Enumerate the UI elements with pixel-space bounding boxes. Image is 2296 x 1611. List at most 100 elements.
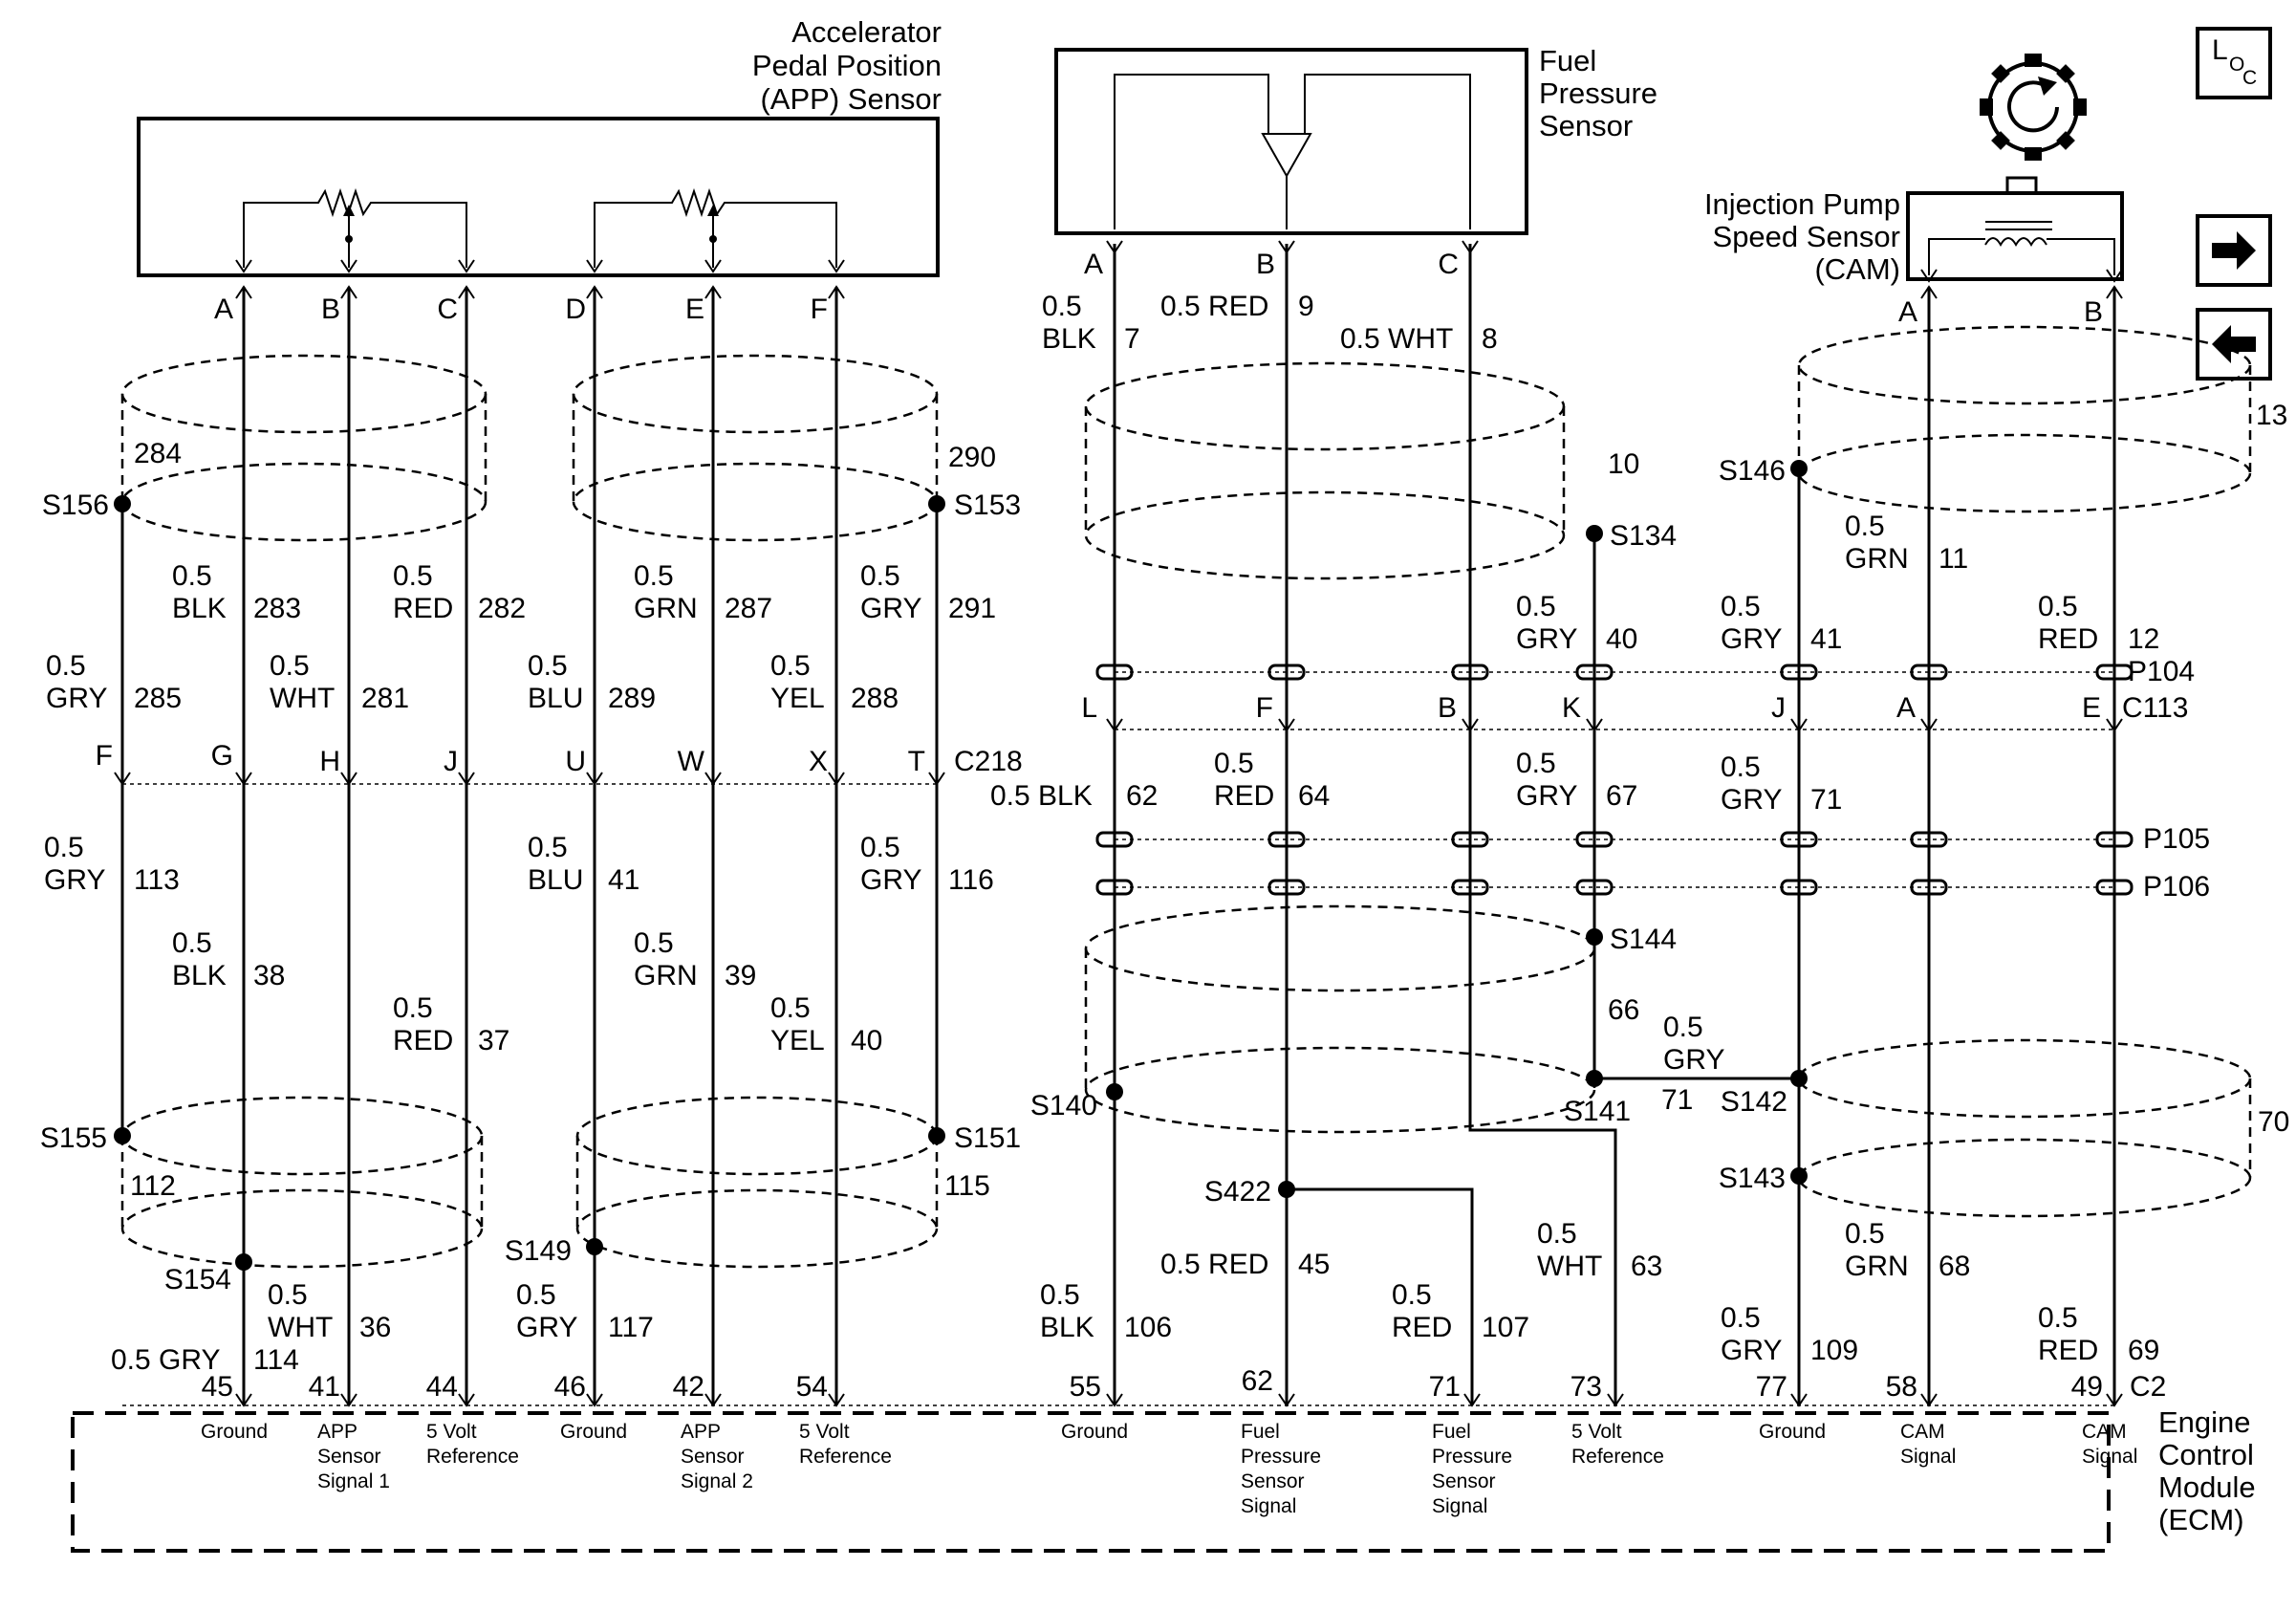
p104-label: P104: [2128, 656, 2195, 687]
ecm-pin-44: 44: [426, 1371, 458, 1403]
wire-36-size: 0.5: [268, 1279, 308, 1311]
wire-38-size: 0.5: [172, 927, 212, 959]
injection-pump-speed-sensor: Injection Pump Speed Sensor (CAM): [1704, 54, 2124, 286]
app-sensor: Accelerator Pedal Position (APP) Sensor: [137, 15, 942, 277]
coil-icon: [1984, 221, 2052, 248]
wire-71a-color: GRY: [1721, 784, 1782, 816]
ecm-pin-58: 58: [1886, 1371, 1917, 1403]
wire-285-color: GRY: [46, 683, 107, 714]
app-sensor-title-line3: (APP) Sensor: [760, 82, 942, 116]
wire-36-circuit: 36: [359, 1312, 391, 1343]
wire-281-size: 0.5: [270, 650, 310, 682]
wire-113-size: 0.5: [44, 832, 84, 863]
forward-arrow-icon[interactable]: [2196, 214, 2272, 287]
fps-pin-b: B: [1256, 249, 1275, 280]
wire-107-circuit: 107: [1482, 1312, 1529, 1343]
potentiometer-2-icon: [594, 187, 837, 268]
app-pin-f: F: [811, 294, 828, 325]
back-arrow-icon[interactable]: [2196, 308, 2272, 381]
ecm-fn-9-l1: Reference: [1571, 1446, 1664, 1468]
wire-40l-color: YEL: [770, 1025, 825, 1056]
ecm-title-line4: (ECM): [2158, 1503, 2244, 1536]
location-icon[interactable]: L O C: [2196, 27, 2272, 99]
wire-109-color: GRY: [1721, 1335, 1782, 1366]
cam-title-line1: Injection Pump: [1704, 187, 1900, 221]
ecm-pin-73: 73: [1570, 1371, 1602, 1403]
loc-icon-o: O: [2229, 54, 2244, 76]
ecm-pin-41: 41: [309, 1371, 340, 1403]
wire-41r-color: GRY: [1721, 623, 1782, 655]
splice-s141: S141: [1564, 1096, 1631, 1127]
ecm-pin-45: 45: [202, 1371, 233, 1403]
connector-p106: P106: [1095, 871, 2210, 903]
wire-291-circuit: 291: [948, 593, 996, 624]
wire-7-size: 0.5: [1042, 291, 1082, 322]
c113-pin-j: J: [1771, 692, 1786, 724]
wires: [120, 244, 2116, 1405]
wire-287-color: GRN: [634, 593, 698, 624]
wire-37-circuit: 37: [478, 1025, 509, 1056]
wire-labels-lower-left: 0.5 GRY 113 0.5 BLU 41 0.5 GRY 116 0.5 B…: [44, 832, 994, 1376]
connector-c113: L F B K J A E C113: [1081, 692, 2189, 732]
fps-pin-c: C: [1438, 249, 1459, 280]
wire-288-size: 0.5: [770, 650, 811, 682]
wire-64-color: RED: [1214, 780, 1274, 812]
wire-labels-upper-left: 0.5 BLK 283 0.5 RED 282 0.5 GRN 287 0.5 …: [46, 560, 996, 714]
ecm-fn-8-l1: Pressure: [1432, 1446, 1512, 1468]
app-pin-e: E: [685, 294, 704, 325]
ecm-fn-6-l0: Ground: [1061, 1421, 1128, 1443]
fps-title-line2: Pressure: [1539, 76, 1657, 110]
wire-37-size: 0.5: [393, 992, 433, 1024]
wire-40r-color: GRY: [1516, 623, 1577, 655]
wire-109-circuit: 109: [1810, 1335, 1858, 1366]
cam-title-line3: (CAM): [1814, 252, 1900, 286]
c218-pin-u: U: [565, 746, 586, 777]
wire-288-circuit: 288: [851, 683, 899, 714]
fps-title-line1: Fuel: [1539, 44, 1596, 77]
ecm-pin-62: 62: [1242, 1365, 1273, 1397]
wire-283-circuit: 283: [253, 593, 301, 624]
wire-7-color: BLK: [1042, 323, 1096, 355]
app-sensor-title-line2: Pedal Position: [752, 49, 942, 82]
shield-label-13: 13: [2256, 400, 2287, 431]
wire-63-circuit: 63: [1631, 1251, 1662, 1282]
wire-291-color: GRY: [860, 593, 921, 624]
ecm-fn-1-l0: APP: [317, 1421, 357, 1443]
app-sensor-box: [137, 117, 940, 277]
c113-pin-k: K: [1562, 692, 1581, 724]
c113-pin-l: L: [1081, 692, 1097, 724]
ecm-pin-77: 77: [1756, 1371, 1787, 1403]
splice-s140: S140: [1030, 1090, 1097, 1121]
ecm-fn-1-l2: Signal 1: [317, 1470, 390, 1492]
wire-282-size: 0.5: [393, 560, 433, 592]
connector-p105: P105: [1095, 823, 2210, 855]
wire-11-size: 0.5: [1845, 511, 1885, 542]
splice-s134: S134: [1610, 520, 1677, 552]
wire-7-circuit: 7: [1124, 323, 1140, 355]
wire-285-circuit: 285: [134, 683, 182, 714]
wire-labels-right-mid: 0.5 BLK 62 0.5 RED 64 0.5 GRY 67 0.5 GRY…: [990, 748, 1842, 1116]
wire-9-label: 0.5 RED: [1160, 291, 1268, 322]
c218-pin-w: W: [678, 746, 705, 777]
splice-s154: S154: [164, 1264, 231, 1295]
p106-label: P106: [2143, 871, 2210, 903]
ecm-fn-8-l3: Signal: [1432, 1495, 1487, 1517]
ecm-fn-7-l0: Fuel: [1241, 1421, 1280, 1443]
fps-pin-a: A: [1084, 249, 1103, 280]
shield-label-284: 284: [134, 438, 182, 469]
shield-112: 112: [120, 1096, 484, 1269]
app-pin-arrows: [235, 259, 845, 299]
wire-67-size: 0.5: [1516, 748, 1556, 779]
wire-116-color: GRY: [860, 864, 921, 896]
ecm-fn-1-l1: Sensor: [317, 1446, 381, 1468]
wire-289-circuit: 289: [608, 683, 656, 714]
ecm-fn-9-l0: 5 Volt: [1571, 1421, 1622, 1443]
ecm-fn-7-l2: Sensor: [1241, 1470, 1305, 1492]
connector-c218: F G H J U W X T C218: [96, 740, 1023, 786]
splice-s153: S153: [954, 490, 1021, 521]
shield-115: 115: [575, 1096, 990, 1269]
wire-282-color: RED: [393, 593, 453, 624]
app-pin-labels: A B C D E F: [214, 294, 828, 325]
wire-39-size: 0.5: [634, 927, 674, 959]
connector-p104: P104: [1095, 656, 2195, 687]
